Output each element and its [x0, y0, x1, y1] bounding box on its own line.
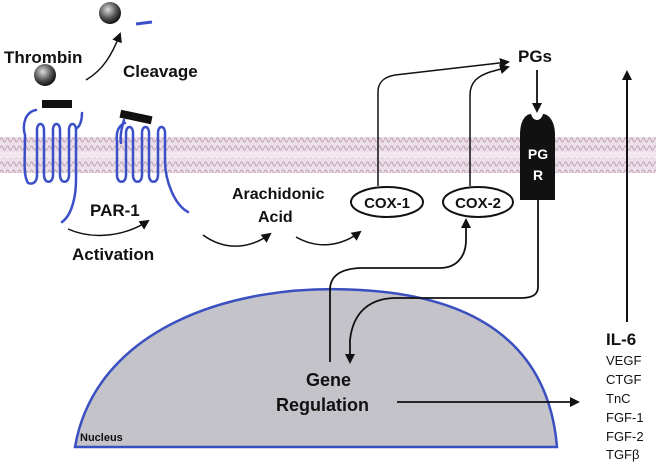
thrombin-label: Thrombin	[4, 48, 82, 67]
arachidonic-label-1: Arachidonic	[232, 186, 325, 203]
pgs-label: PGs	[518, 47, 552, 66]
output-item: FGF-2	[606, 429, 644, 444]
pgr-label-1: PG	[528, 146, 548, 162]
pgr-label-2: R	[533, 167, 543, 183]
output-item: CTGF	[606, 372, 641, 387]
output-item: FGF-1	[606, 410, 644, 425]
activation-label: Activation	[72, 245, 154, 264]
par1-receptor-inactive	[22, 108, 84, 224]
cox1-label: COX-1	[364, 195, 410, 212]
thrombin-cleaved-icon	[99, 2, 121, 24]
cox2-enzyme	[442, 186, 514, 218]
to-cox1-arrow	[295, 230, 362, 246]
par1-label: PAR-1	[90, 201, 140, 220]
nucleus	[73, 287, 559, 449]
cox2-label: COX-2	[455, 195, 501, 212]
gene-label-1: Gene	[306, 370, 351, 390]
output-item: VEGF	[606, 353, 641, 368]
exposed-ligand	[119, 109, 153, 125]
activation-arrow	[67, 219, 150, 237]
arachidonic-label-2: Acid	[258, 209, 293, 226]
cox1-enzyme	[350, 186, 424, 218]
output-item: IL-6	[606, 330, 636, 349]
gene-to-cox2-arrow	[329, 218, 471, 362]
nucleus-label: Nucleus	[80, 432, 123, 444]
cox1-to-pgs-arrow	[377, 57, 510, 186]
tethered-ligand	[42, 100, 72, 108]
to-arachidonic-arrow	[202, 232, 272, 247]
output-item: TnC	[606, 391, 631, 406]
output-item: TGFβ	[606, 447, 639, 462]
thrombin-icon	[34, 64, 56, 86]
par1-receptor-active	[115, 118, 190, 214]
cox2-to-pgs-arrow	[469, 64, 510, 186]
gene-label-2: Regulation	[276, 395, 369, 415]
receptor-to-gene-arrow	[345, 200, 539, 364]
cleavage-label: Cleavage	[123, 62, 198, 81]
output-list: IL-6 VEGF CTGF TnC FGF-1 FGF-2 TGFβ	[606, 330, 644, 462]
cleavage-arrow	[85, 32, 122, 81]
pg-receptor	[520, 114, 555, 200]
cleaved-peptide	[135, 20, 153, 26]
cell-membrane	[0, 137, 656, 173]
